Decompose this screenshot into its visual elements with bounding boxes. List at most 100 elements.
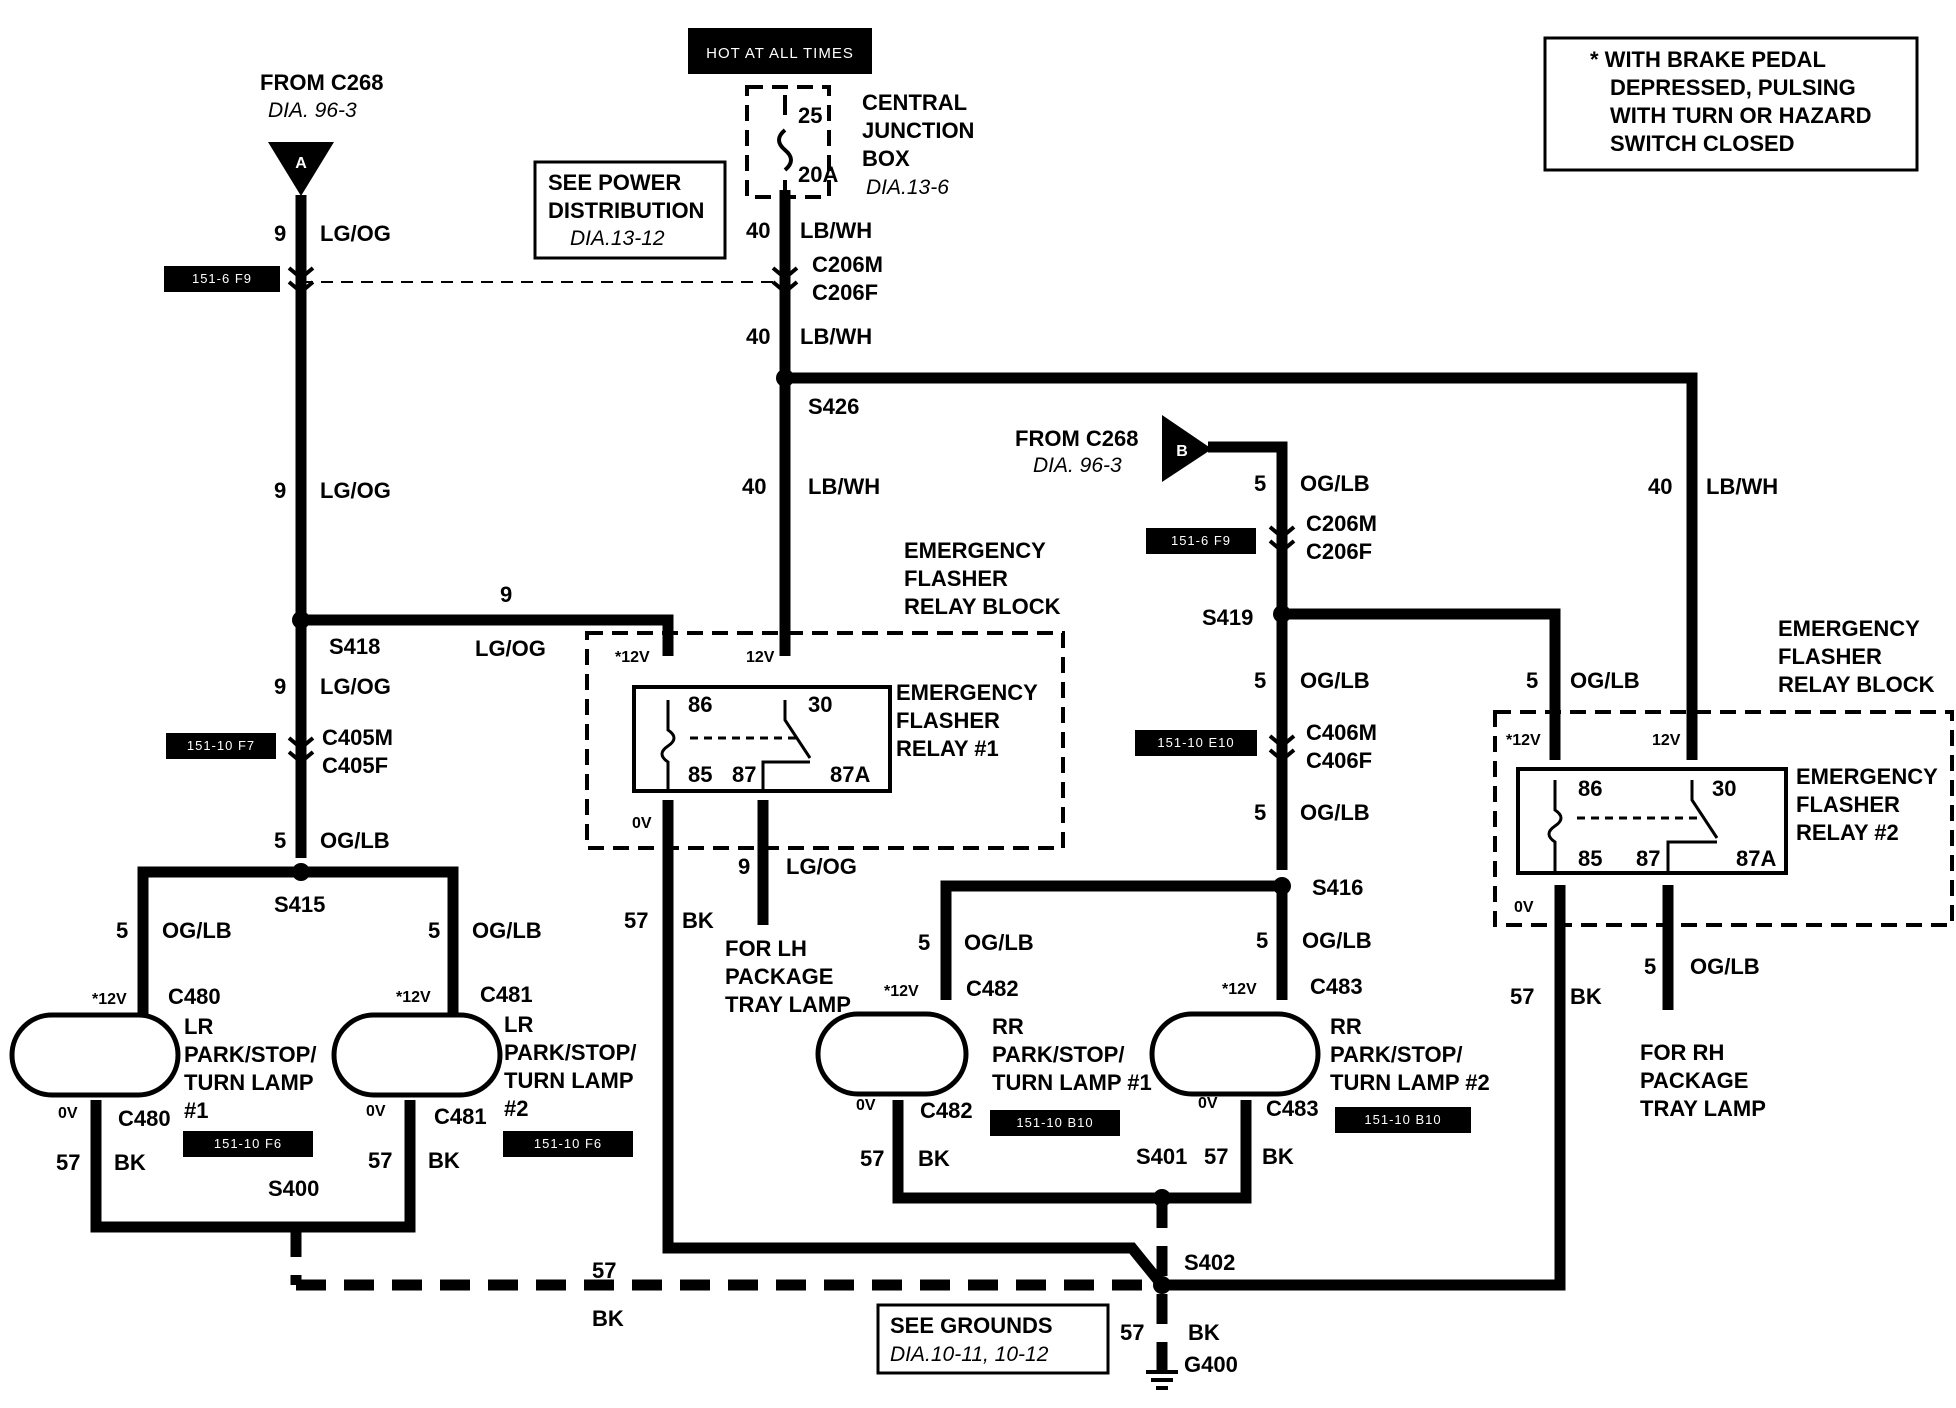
wire-bk-relay2: [1162, 885, 1566, 1291]
relay-2-volt-30: 12V: [1652, 732, 1681, 749]
relay-2-line-2: FLASHER: [1796, 792, 1900, 817]
ref-tags: 151-6 F9 151-6 F9 151-10 F7 151-10 E10 1…: [164, 266, 1471, 1157]
lamp-lr2: [331, 1012, 503, 1098]
note-box: [1543, 36, 1919, 172]
source-b-from: FROM C268: [1015, 426, 1138, 451]
conn-c406f: C406F: [1306, 748, 1372, 773]
lamp-lr2-line-3: TURN LAMP: [504, 1068, 634, 1093]
wire-num-5: 5: [274, 828, 286, 853]
wire-num-17: 57: [1510, 984, 1534, 1009]
rr1-volt-0: 0V: [856, 1097, 876, 1114]
wire-num-20: 57: [56, 1150, 80, 1175]
relay-block-1-line-1: EMERGENCY: [904, 538, 1046, 563]
splice-dot-s401: [1153, 1189, 1171, 1207]
wire-color-11: OG/LB: [1300, 668, 1370, 693]
wire-color-24: OG/LB: [1302, 928, 1372, 953]
relay-1-volt-85: 0V: [632, 815, 652, 832]
relay-2-volt-85: 0V: [1514, 899, 1534, 916]
wire-num-18: 5: [116, 918, 128, 943]
wire-num-26: 57: [1204, 1144, 1228, 1169]
relay-1-switch-icon: [660, 700, 812, 790]
relay-block-2-line-1: EMERGENCY: [1778, 616, 1920, 641]
wire-color-15: OG/LB: [1690, 954, 1760, 979]
splice-g400: G400: [1184, 1352, 1238, 1377]
tag-3: 151-10 F7: [187, 738, 255, 753]
tray-rh-line-2: PACKAGE: [1640, 1068, 1748, 1093]
lamp-lr2-line-4: #2: [504, 1096, 528, 1121]
wire-color-7: LB/WH: [800, 324, 872, 349]
source-a-from: FROM C268: [260, 70, 383, 95]
tray-rh-line-1: FOR RH: [1640, 1040, 1724, 1065]
splice-dot-s415: [292, 863, 310, 881]
relay-1-pin-87: 87: [732, 762, 756, 787]
fuse-name-1: CENTRAL: [862, 90, 967, 115]
relay-1-pin-87a: 87A: [830, 762, 870, 787]
splice-s426: S426: [808, 394, 859, 419]
lamp-lr2-line-1: LR: [504, 1012, 533, 1037]
splice-s401: S401: [1136, 1144, 1187, 1169]
lamp-lr1-line-3: TURN LAMP: [184, 1070, 314, 1095]
conn-c481-top: C481: [480, 982, 533, 1007]
wire-num-15: 5: [1644, 954, 1656, 979]
lamp-rr2-line-3: TURN LAMP #2: [1330, 1070, 1490, 1095]
splice-dot-s418: [292, 611, 310, 629]
splice-s419: S419: [1202, 605, 1253, 630]
wire-color-23: OG/LB: [964, 930, 1034, 955]
wire-color-20: BK: [114, 1150, 146, 1175]
hot-at-all-times-label: HOT AT ALL TIMES: [706, 45, 854, 62]
conn-c480-bot: C480: [118, 1106, 171, 1131]
conn-c206m-1: C206M: [812, 252, 883, 277]
wire-num-25: 57: [860, 1146, 884, 1171]
fuse-symbol-icon: [777, 95, 793, 197]
relay-2-switch-icon: [1547, 780, 1719, 872]
tag-6: 151-10 F6: [534, 1136, 602, 1151]
relay-block-2: [1493, 710, 1954, 927]
wire-color-9: LB/WH: [1706, 474, 1778, 499]
lr1-volt-0: 0V: [58, 1105, 78, 1122]
splice-s418: S418: [329, 634, 380, 659]
grounds-title: SEE GROUNDS: [890, 1313, 1053, 1338]
wire-color-6: LB/WH: [800, 218, 872, 243]
wire-oglb-b: [1208, 441, 1288, 870]
fuse-name-2: JUNCTION: [862, 118, 974, 143]
wire-num-10: 5: [1254, 471, 1266, 496]
wire-num-19: 5: [428, 918, 440, 943]
wire-color-21: BK: [428, 1148, 460, 1173]
rr1-volt: *12V: [884, 983, 919, 1000]
wire-color-2: LG/OG: [320, 478, 391, 503]
wire-num-2: 9: [274, 478, 286, 503]
wires: [90, 190, 1698, 1370]
conn-c405f: C405F: [322, 753, 388, 778]
wire-oglb-rr: [940, 880, 1288, 1000]
wire-color-1: LG/OG: [320, 221, 391, 246]
conn-c206m-2: C206M: [1306, 511, 1377, 536]
wire-color-5: OG/LB: [320, 828, 390, 853]
fuse-amp: 20A: [798, 162, 838, 187]
fuse-number: 25: [798, 103, 822, 128]
wire-color-13: OG/LB: [1570, 668, 1640, 693]
wire-num-4: 9: [274, 674, 286, 699]
wire-color-27: BK: [1188, 1320, 1220, 1345]
wire-num-3: 9: [500, 582, 512, 607]
wire-color-16: BK: [682, 908, 714, 933]
wire-num-13: 5: [1526, 668, 1538, 693]
relay-2-pin-87: 87: [1636, 846, 1660, 871]
tag-1: 151-6 F9: [192, 271, 252, 286]
labels: FROM C268 DIA. 96-3 FROM C268 DIA. 96-3 …: [56, 70, 1938, 1377]
lamp-rr1-line-2: PARK/STOP/: [992, 1042, 1124, 1067]
source-a-triangle: [268, 142, 334, 196]
wire-num-9: 40: [1648, 474, 1672, 499]
relay-1-volt-86: *12V: [615, 649, 650, 666]
wire-num-14: 9: [738, 854, 750, 879]
relay-2-pin-30: 30: [1712, 776, 1736, 801]
splice-s400: S400: [268, 1176, 319, 1201]
relay-block-1-line-3: RELAY BLOCK: [904, 594, 1061, 619]
lamps: [9, 1011, 1321, 1098]
relay-2-line-1: EMERGENCY: [1796, 764, 1938, 789]
tray-lh-line-3: TRAY LAMP: [725, 992, 851, 1017]
lamp-rr1: [815, 1011, 969, 1097]
wire-num-23: 5: [918, 930, 930, 955]
lamp-rr2-line-2: PARK/STOP/: [1330, 1042, 1462, 1067]
splice-dot-s419: [1273, 605, 1291, 623]
splice-dot-s402: [1153, 1276, 1171, 1294]
